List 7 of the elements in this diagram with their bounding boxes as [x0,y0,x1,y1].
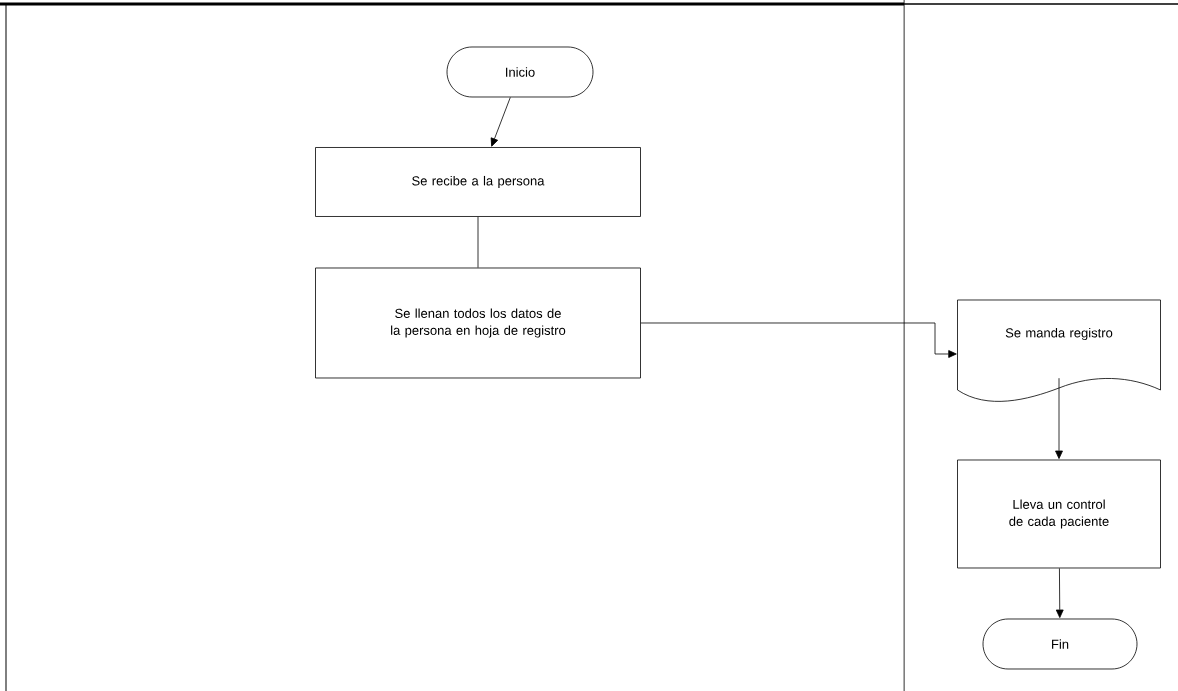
arrow [1055,377,1063,459]
arrow [490,97,511,147]
process-box: Lleva un control de cada paciente [957,459,1161,569]
arrow [640,322,957,358]
process-box: Se llenan todos los datos de la persona en hoja de registro [315,267,641,379]
arrow [1055,568,1064,618]
process-box: Se recibe a la persona [315,147,641,217]
